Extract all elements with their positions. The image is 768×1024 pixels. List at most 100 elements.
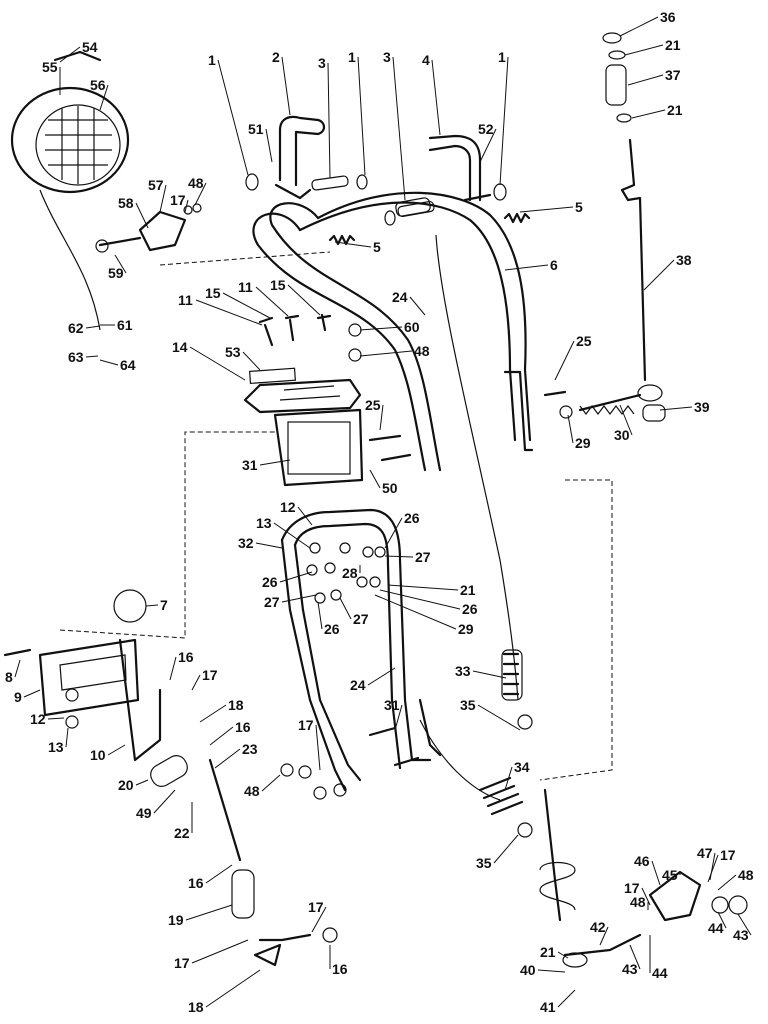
callout-number: 8: [5, 669, 13, 685]
callout-number: 28: [342, 565, 358, 581]
callout-number: 31: [242, 457, 258, 473]
callout-number: 16: [188, 875, 204, 891]
callout-18: 18: [199, 697, 244, 723]
callout-number: 59: [108, 265, 124, 281]
leader-line: [114, 254, 127, 274]
callout-48: 48: [188, 175, 207, 206]
leader-line: [297, 506, 313, 526]
callout-number: 60: [404, 319, 420, 335]
callout-number: 16: [235, 719, 251, 735]
leader-line: [85, 355, 99, 358]
leader-line: [504, 264, 549, 271]
callout-number: 18: [188, 999, 204, 1015]
leader-line: [409, 296, 426, 316]
console-screws: [258, 313, 332, 347]
callout-50: 50: [369, 469, 398, 496]
callout-21: 21: [540, 944, 569, 960]
callout-number: 16: [332, 961, 348, 977]
callout-62: 62: [68, 320, 101, 336]
callout-16: 16: [169, 649, 194, 681]
callout-56: 56: [90, 77, 109, 111]
callout-number: 63: [68, 349, 84, 365]
callout-35: 35: [476, 834, 519, 871]
leader-line: [379, 589, 461, 610]
leader-line: [379, 404, 384, 431]
leader-line: [159, 184, 167, 213]
leader-line: [209, 726, 234, 746]
callout-59: 59: [108, 254, 127, 281]
callout-23: 23: [214, 741, 258, 769]
callout-21: 21: [624, 37, 681, 56]
callout-number: 35: [460, 697, 476, 713]
callout-47: 47: [697, 845, 716, 881]
leader-line: [255, 286, 289, 317]
callout-54: 54: [59, 39, 98, 63]
leader-line: [519, 206, 574, 213]
callout-43: 43: [622, 944, 641, 977]
callout-22: 22: [174, 802, 193, 841]
leader-line: [199, 704, 227, 723]
callout-number: 22: [174, 825, 190, 841]
leader-line: [261, 774, 281, 792]
callout-8: 8: [5, 659, 21, 685]
callout-number: 64: [120, 357, 136, 373]
callout-number: 36: [660, 9, 676, 25]
callout-18: 18: [188, 969, 261, 1015]
shift-rod: [150, 755, 338, 967]
leader-line: [311, 906, 327, 933]
callout-number: 38: [676, 252, 692, 268]
callout-16: 16: [329, 945, 348, 977]
callout-33: 33: [455, 663, 507, 679]
callout-number: 3: [383, 49, 391, 65]
callout-number: 26: [262, 574, 278, 590]
callout-11: 11: [178, 292, 263, 326]
callout-48: 48: [630, 894, 649, 910]
callout-44: 44: [649, 935, 668, 981]
callout-number: 43: [733, 927, 749, 943]
callout-number: 5: [373, 239, 381, 255]
callout-number: 7: [160, 597, 168, 613]
callout-number: 3: [318, 55, 326, 71]
callout-17: 17: [707, 847, 736, 883]
leader-line: [195, 299, 263, 326]
upper-handle: [252, 191, 534, 472]
middle-hardware: [280, 323, 573, 838]
callout-number: 31: [384, 697, 400, 713]
leader-line: [99, 84, 109, 111]
leader-line: [315, 724, 321, 771]
callout-26: 26: [262, 571, 313, 590]
leader-line: [281, 594, 317, 603]
callout-41: 41: [540, 989, 576, 1015]
callout-24: 24: [392, 289, 426, 316]
callout-1: 1: [498, 49, 509, 186]
leader-line: [629, 944, 641, 970]
callout-26: 26: [384, 510, 420, 549]
callout-number: 12: [30, 711, 46, 727]
callout-number: 34: [514, 759, 530, 775]
callout-number: 9: [14, 689, 22, 705]
callout-1: 1: [208, 52, 249, 176]
callout-number: 17: [624, 880, 640, 896]
leader-line: [153, 789, 176, 814]
callout-45: 45: [662, 867, 681, 883]
leader-line: [554, 340, 575, 381]
leader-line: [217, 59, 249, 176]
callout-48: 48: [717, 867, 754, 891]
callout-61: 61: [100, 317, 133, 333]
callout-number: 17: [298, 717, 314, 733]
callout-number: 32: [238, 535, 254, 551]
callout-number: 20: [118, 777, 134, 793]
callout-number: 50: [382, 480, 398, 496]
leader-line: [222, 292, 271, 319]
callout-number: 1: [348, 49, 356, 65]
callout-30: 30: [614, 404, 633, 443]
callout-number: 1: [208, 52, 216, 68]
leader-line: [641, 887, 651, 906]
leader-line: [707, 854, 719, 883]
leader-line: [59, 46, 81, 63]
leader-line: [145, 604, 159, 607]
callout-number: 6: [550, 257, 558, 273]
callout-46: 46: [634, 853, 661, 886]
callout-number: 21: [460, 582, 476, 598]
